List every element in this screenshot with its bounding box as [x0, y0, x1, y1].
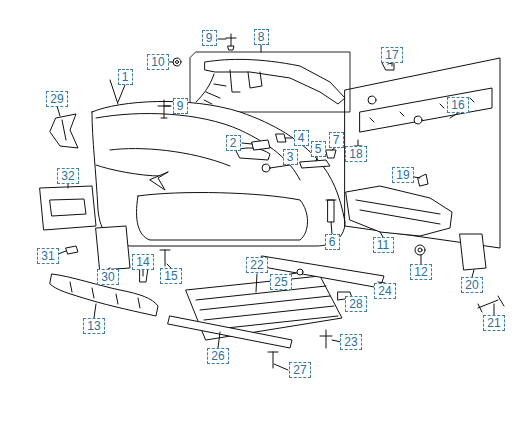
callout-number: 24	[378, 285, 391, 298]
callout-number: 20	[465, 279, 478, 292]
callout-box: 23	[340, 334, 362, 350]
callout-number: 14	[136, 256, 149, 269]
callout-box: 5	[311, 141, 326, 157]
callout-box: 27	[289, 362, 311, 378]
callout-number: 13	[87, 320, 100, 333]
callout-number: 18	[349, 148, 362, 161]
callout-number: 19	[396, 169, 409, 182]
callout-box: 19	[392, 167, 414, 183]
callout-box: 12	[410, 264, 432, 280]
callout-number: 4	[298, 132, 305, 145]
callout-box: 7	[329, 132, 344, 148]
callout-box: 8	[254, 29, 269, 45]
callout-number: 28	[349, 298, 362, 311]
callout-number: 25	[274, 276, 287, 289]
callout-number: 16	[451, 99, 464, 112]
callout-box: 10	[147, 54, 169, 70]
callout-box: 9	[173, 98, 188, 114]
callout-number: 22	[250, 259, 263, 272]
callout-box: 32	[57, 168, 79, 184]
callout-number: 10	[151, 56, 164, 69]
callout-number: 15	[164, 270, 177, 283]
callout-number: 5	[315, 143, 322, 156]
callout-box: 18	[345, 146, 367, 162]
callout-number: 8	[258, 31, 265, 44]
callout-number: 7	[333, 134, 340, 147]
callout-box: 29	[46, 91, 68, 107]
callout-number: 29	[50, 93, 63, 106]
callout-box: 28	[345, 296, 367, 312]
callout-number: 9	[177, 100, 184, 113]
callout-box: 4	[294, 130, 309, 146]
callout-number: 17	[385, 49, 398, 62]
callout-number: 6	[329, 236, 336, 249]
callout-box: 26	[207, 348, 229, 364]
callout-number: 21	[487, 317, 500, 330]
callout-box: 11	[373, 237, 394, 253]
callout-number: 1	[122, 71, 129, 84]
callout-box: 15	[160, 268, 182, 284]
callout-number: 27	[293, 364, 306, 377]
callout-number: 2	[230, 137, 237, 150]
callout-number: 30	[101, 271, 114, 284]
callout-box: 1	[118, 69, 133, 85]
callout-box: 21	[483, 315, 505, 331]
callout-number: 9	[206, 32, 213, 45]
callout-box: 3	[283, 149, 298, 165]
callout-box: 31	[37, 248, 59, 264]
callout-box: 22	[246, 257, 268, 273]
callout-box: 20	[461, 277, 483, 293]
callout-box: 2	[226, 135, 241, 151]
callout-box: 16	[447, 97, 469, 113]
callout-number: 12	[414, 266, 427, 279]
callout-box: 6	[325, 234, 340, 250]
callout-number: 23	[344, 336, 357, 349]
callout-number: 32	[61, 170, 74, 183]
callout-box: 25	[270, 274, 292, 290]
callout-box: 14	[132, 254, 154, 270]
callout-number: 3	[287, 151, 294, 164]
callout-box: 24	[374, 283, 396, 299]
callout-box: 30	[97, 269, 119, 285]
callout-number: 11	[377, 239, 389, 252]
callout-box: 17	[381, 47, 403, 63]
callout-box: 13	[83, 318, 105, 334]
callout-box: 9	[202, 30, 217, 46]
callout-number: 31	[41, 250, 54, 263]
callout-number: 26	[211, 350, 224, 363]
